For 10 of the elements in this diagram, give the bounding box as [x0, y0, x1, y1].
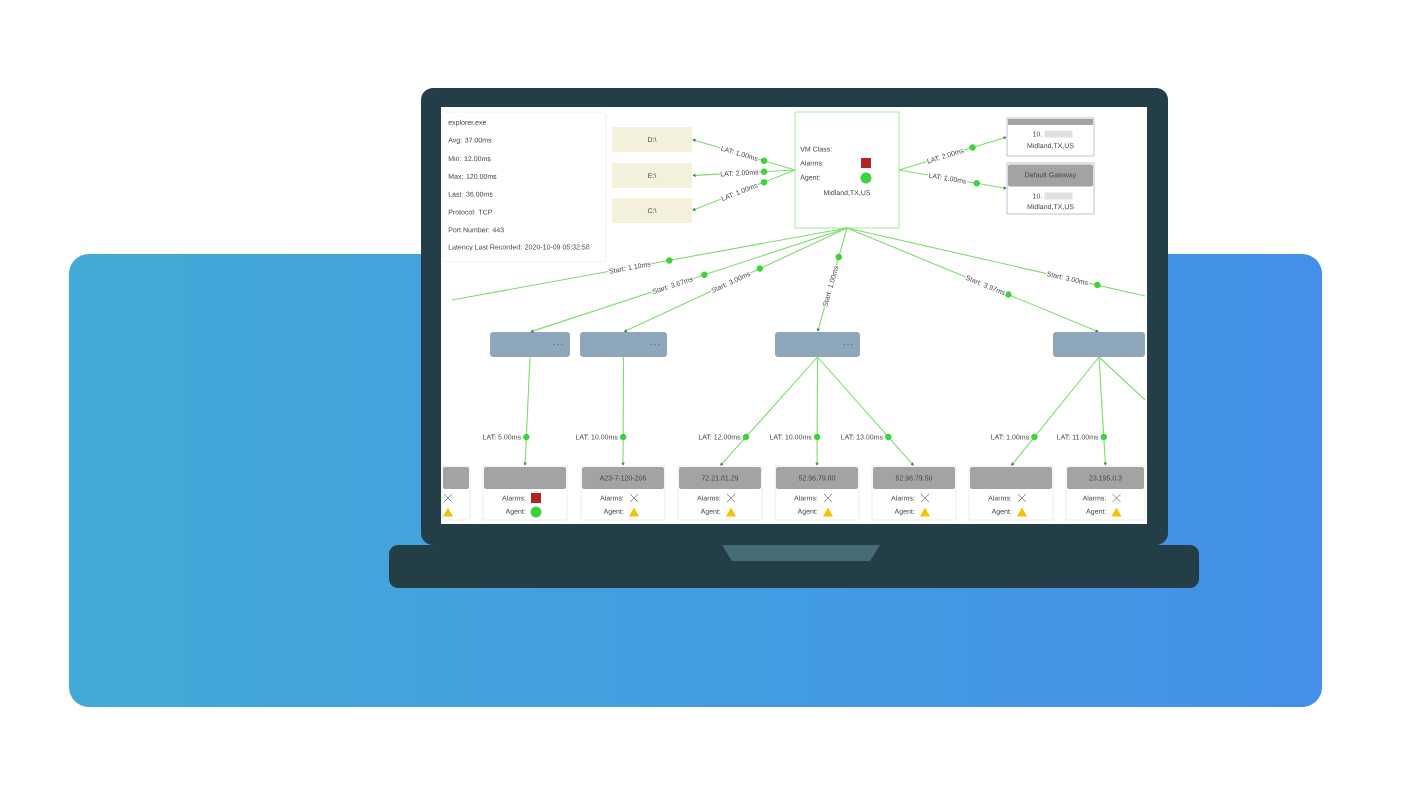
- connector-line: [1098, 356, 1146, 401]
- connector-arrow: [816, 356, 914, 466]
- connector-arrow: [1011, 356, 1100, 466]
- connector-arrow: [530, 227, 848, 333]
- process-box: [1053, 332, 1145, 357]
- connector-arrow: [1098, 356, 1108, 466]
- connector-arrow: [720, 356, 819, 466]
- connector-arrow: [813, 356, 821, 466]
- connector-arrow: [619, 356, 627, 466]
- connector-arrow: [523, 356, 531, 466]
